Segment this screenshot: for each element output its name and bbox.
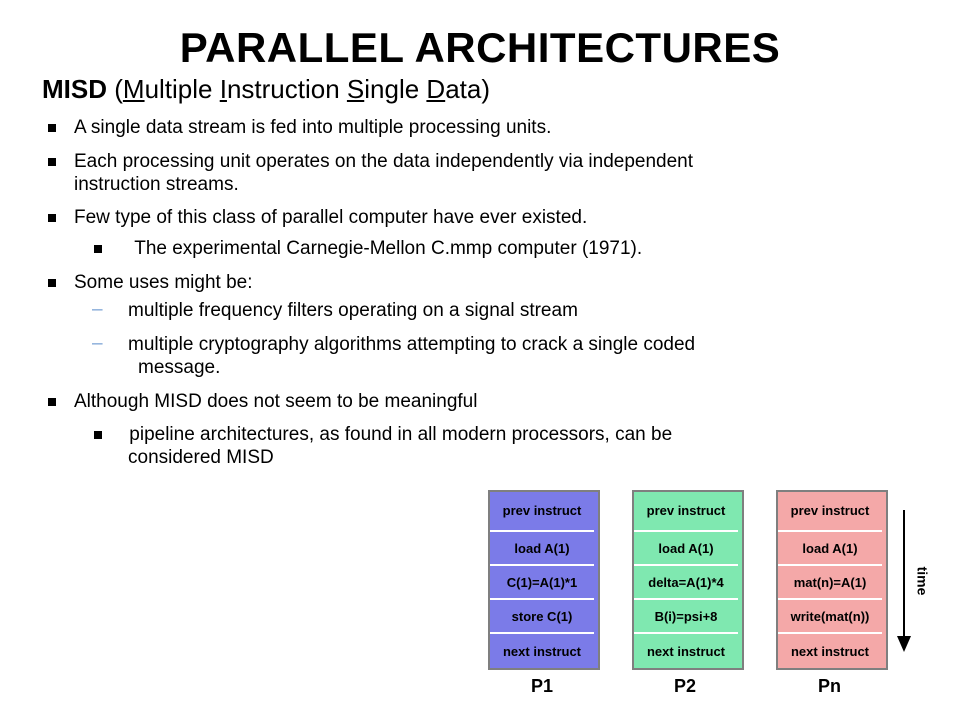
bullet-marker-icon [94, 431, 102, 439]
instruction-cell: prev instruct [502, 503, 582, 518]
bullet-marker-icon [48, 214, 56, 222]
instruction-cell: next instruct [778, 632, 882, 670]
bullet-text-cont: message. [138, 357, 221, 378]
instruction-cell: load A(1) [778, 530, 882, 566]
time-arrow-icon [897, 510, 911, 652]
bullet-text: multiple cryptography algorithms attempt… [128, 334, 696, 355]
bullet-marker-icon [48, 279, 56, 287]
bullet-text: Although MISD does not seem to be meanin… [74, 391, 478, 412]
instruction-cell: mat(n)=A(1) [778, 564, 882, 600]
bullet-item: Each processing unit operates on the dat… [48, 150, 908, 196]
subtitle-abbr: MISD [42, 74, 107, 104]
bullet-text: pipeline architectures, as found in all … [124, 424, 673, 445]
subtitle-ata: ata) [445, 74, 490, 104]
bullet-marker-icon [48, 124, 56, 132]
processor-label: P2 [674, 676, 697, 696]
bullet-text: Few type of this class of parallel compu… [74, 207, 588, 228]
bullet-marker-icon [94, 245, 102, 253]
instruction-cell: prev instruct [646, 503, 726, 518]
bullet-text: Some uses might be: [74, 272, 253, 293]
instruction-cell: store C(1) [490, 598, 594, 634]
dash-item: – multiple cryptography algorithms attem… [92, 333, 912, 379]
instruction-cell: prev instruct [790, 503, 870, 518]
processor-column: prev instruct load A(1)mat(n)=A(1)write(m… [776, 490, 888, 670]
instruction-cell: load A(1) [490, 530, 594, 566]
subtitle-m: M [122, 74, 145, 104]
instruction-cell: next instruct [634, 632, 738, 670]
slide-subtitle: MISD (Multiple Instruction Single Data) [42, 74, 490, 105]
instruction-cell: delta=A(1)*4 [634, 564, 738, 600]
time-label: time [914, 566, 931, 596]
instruction-cell: B(i)=psi+8 [634, 598, 738, 634]
bullet-marker-icon [48, 398, 56, 406]
bullet-text: The experimental Carnegie-Mellon C.mmp c… [124, 238, 643, 259]
instruction-cell: C(1)=A(1)*1 [490, 564, 594, 600]
bullet-text: Each processing unit operates on the dat… [74, 151, 694, 172]
dash-marker-icon: – [92, 333, 103, 354]
dash-marker-icon: – [92, 299, 103, 320]
processor-label: P1 [531, 676, 554, 696]
bullet-text-cont: considered MISD [128, 447, 274, 468]
subtitle-d: D [426, 74, 446, 104]
subtitle-ultiple: ultiple [144, 74, 220, 104]
subtitle-open: ( [107, 74, 123, 104]
subtitle-s: S [346, 74, 365, 104]
processor-label: Pn [818, 676, 842, 696]
instruction-cell: next instruct [490, 632, 594, 670]
instruction-cell: write(mat(n)) [778, 598, 882, 634]
slide-title: PARALLEL ARCHITECTURES [179, 24, 781, 71]
sub-bullet-item: pipeline architectures, as found in all … [94, 423, 894, 469]
bullet-marker-icon [48, 158, 56, 166]
bullet-text-cont: instruction streams. [74, 174, 239, 195]
subtitle-i: I [219, 74, 227, 104]
instruction-cell: load A(1) [634, 530, 738, 566]
subtitle-nstruction: nstruction [226, 74, 347, 104]
bullet-text: A single data stream is fed into multipl… [74, 117, 552, 138]
bullet-text: multiple frequency filters operating on … [128, 300, 578, 321]
subtitle-ingle: ingle [364, 74, 427, 104]
